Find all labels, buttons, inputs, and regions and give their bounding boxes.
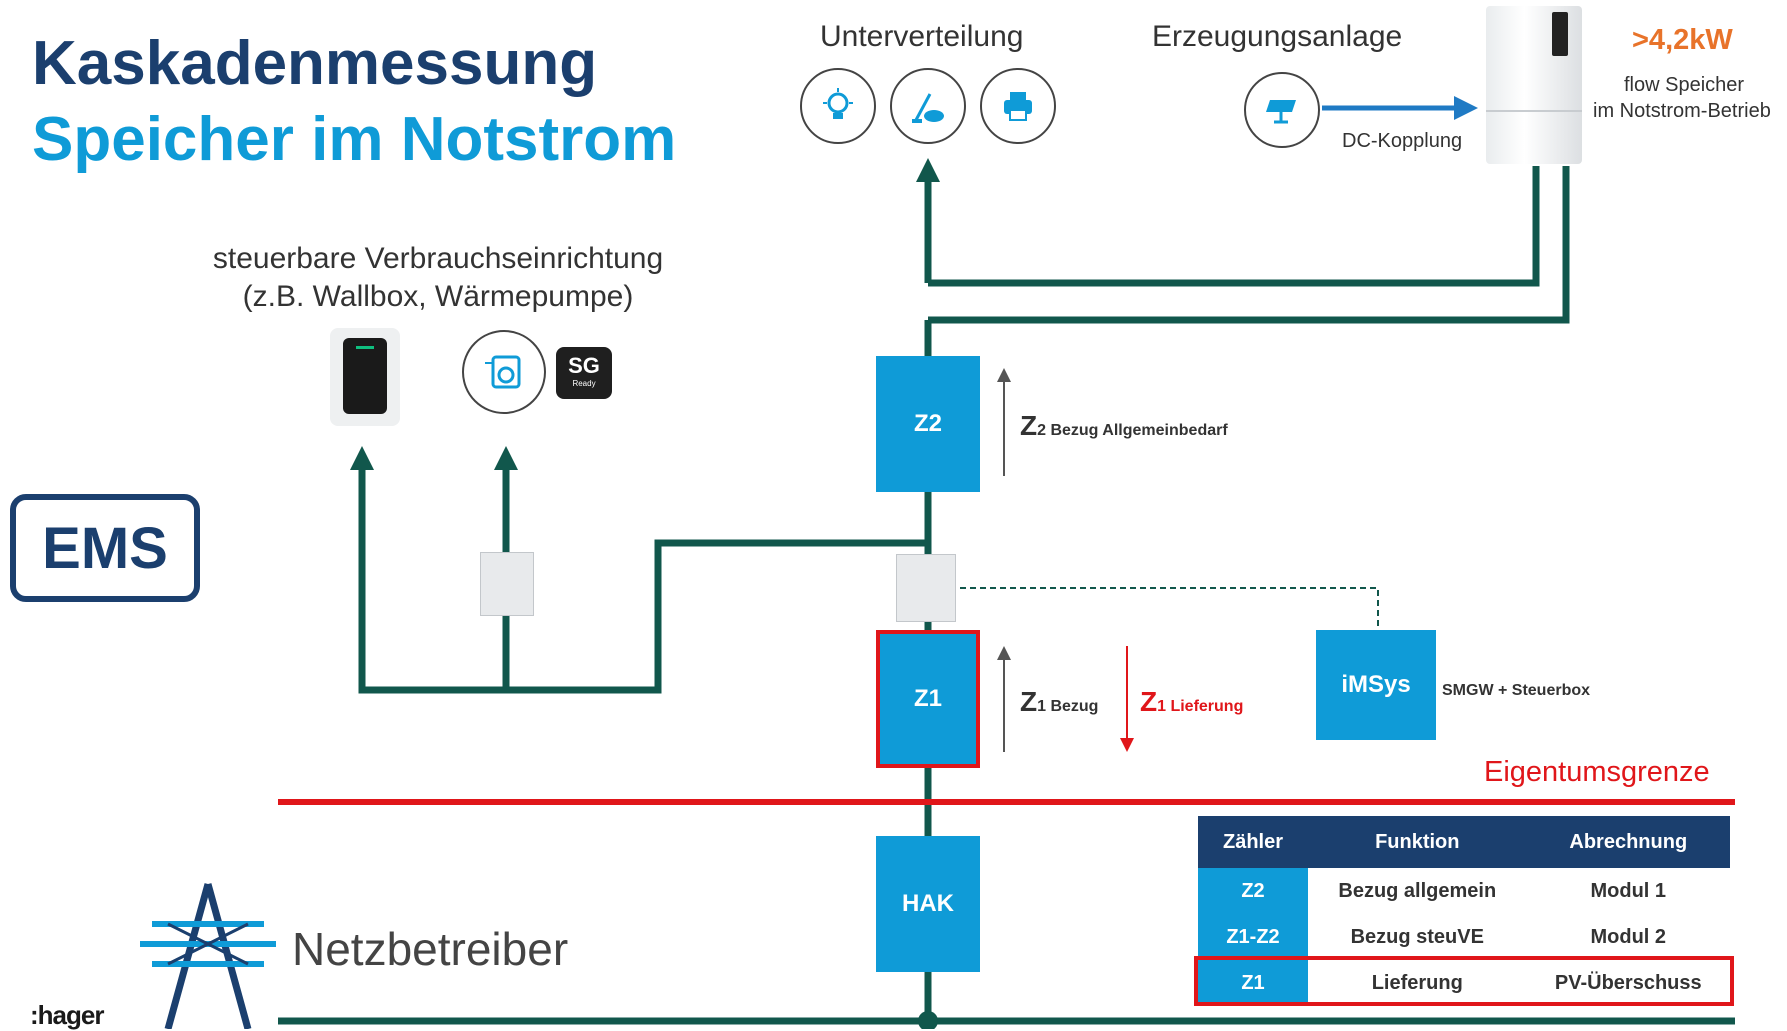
meter-z1: Z1 — [880, 634, 976, 764]
z1-lieferung-label: Z1 Lieferung — [1140, 686, 1243, 718]
storage-link-inner — [928, 166, 1540, 287]
unterverteilung-label: Unterverteilung — [820, 20, 1024, 53]
cell-funktion: Bezug allgemein — [1308, 868, 1527, 914]
wallbox-icon — [330, 328, 400, 426]
pylon-icon — [140, 883, 276, 1029]
sg-badge-text: SG — [568, 353, 600, 378]
printer-icon — [980, 68, 1056, 144]
erzeugungsanlage-label: Erzeugungsanlage — [1152, 20, 1403, 53]
col-header-funktion: Funktion — [1308, 816, 1527, 868]
sg-badge-subtext: Ready — [572, 379, 596, 388]
table-row-z1-highlight — [1194, 956, 1734, 1006]
col-header-abrechnung: Abrechnung — [1526, 816, 1730, 868]
consumer-description: steuerbare Verbrauchseinrichtung (z.B. W… — [198, 240, 678, 316]
vacuum-cleaner-icon — [890, 68, 966, 144]
z1-bezug-arrowhead — [997, 646, 1011, 660]
smgw-dashed-link — [920, 587, 1379, 630]
z1-lieferung-sub: 1 Lieferung — [1157, 698, 1244, 715]
billing-table: Zähler Funktion Abrechnung Z2 Bezug allg… — [1198, 816, 1730, 1006]
eigentumsgrenze-label: Eigentumsgrenze — [1484, 756, 1710, 788]
relay-device-icon — [480, 552, 534, 616]
arrow-up-wallbox — [350, 446, 374, 470]
grid-junction-dot — [918, 1011, 938, 1029]
dc-kopplung-label: DC-Kopplung — [1342, 130, 1463, 152]
speicher-label-line1: flow Speicher — [1624, 74, 1745, 96]
page-subtitle: Speicher im Notstrom — [32, 105, 677, 174]
power-rating: >4,2kW — [1632, 24, 1733, 56]
meter-z1-highlight — [876, 630, 980, 768]
light-bulb-icon — [800, 68, 876, 144]
consumer-branch-line — [358, 470, 928, 694]
speicher-display — [1552, 12, 1568, 56]
speicher-label-line2: im Notstrom-Betrieb — [1593, 100, 1771, 122]
netzbetreiber-label: Netzbetreiber — [292, 923, 569, 975]
storage-link-outer — [928, 166, 1570, 324]
speicher-seam — [1486, 110, 1582, 112]
cell-funktion: Bezug steuVE — [1308, 914, 1527, 960]
cell-abrechnung: Modul 1 — [1526, 868, 1730, 914]
cell-abrechnung: Modul 2 — [1526, 914, 1730, 960]
consumer-line1: steuerbare Verbrauchseinrichtung — [212, 242, 664, 275]
flow-speicher-device — [1486, 6, 1582, 164]
z2-flow-main: Z — [1020, 410, 1038, 441]
z2-flow-sub: 2 Bezug Allgemeinbedarf — [1037, 422, 1228, 439]
z2-flow-label: Z2 Bezug Allgemeinbedarf — [1020, 410, 1228, 442]
meter-device-icon — [896, 554, 956, 622]
page-title: Kaskadenmessung — [32, 29, 598, 98]
heat-pump-icon — [462, 330, 546, 414]
consumer-line2: (z.B. Wallbox, Wärmepumpe) — [242, 280, 634, 313]
z1-lieferung-arrowhead — [1120, 738, 1134, 752]
table-row: Z2 Bezug allgemein Modul 1 — [1198, 868, 1730, 914]
meter-z2: Z2 — [876, 356, 980, 492]
cell-zaehler: Z1-Z2 — [1198, 914, 1308, 960]
smgw-label: SMGW + Steuerbox — [1442, 682, 1591, 699]
z1-bezug-main: Z — [1020, 686, 1038, 717]
arrow-up-unterverteilung — [916, 158, 940, 182]
dc-kopplung-arrowhead — [1454, 96, 1478, 120]
cell-funktion: Lieferung — [1308, 960, 1527, 1006]
arrow-up-heatpump — [494, 446, 518, 470]
meter-hak: HAK — [876, 836, 980, 972]
cell-zaehler: Z1 — [1198, 960, 1308, 1006]
solar-panel-icon — [1244, 72, 1320, 148]
table-row: Z1 Lieferung PV-Überschuss — [1198, 960, 1730, 1006]
hager-logo: :hager — [30, 1000, 104, 1030]
ems-box: EMS — [10, 494, 200, 602]
sg-ready-badge: SG Ready — [556, 347, 612, 399]
z1-bezug-label: Z1 Bezug — [1020, 686, 1098, 718]
table-row: Z1-Z2 Bezug steuVE Modul 2 — [1198, 914, 1730, 960]
z2-bezug-arrowhead — [997, 368, 1011, 382]
cell-zaehler: Z2 — [1198, 868, 1308, 914]
col-header-zaehler: Zähler — [1198, 816, 1308, 868]
table-header-row: Zähler Funktion Abrechnung — [1198, 816, 1730, 868]
z1-lieferung-main: Z — [1140, 686, 1158, 717]
z1-bezug-sub: 1 Bezug — [1037, 698, 1099, 715]
meter-imsys: iMSys — [1316, 630, 1436, 740]
cell-abrechnung: PV-Überschuss — [1526, 960, 1730, 1006]
